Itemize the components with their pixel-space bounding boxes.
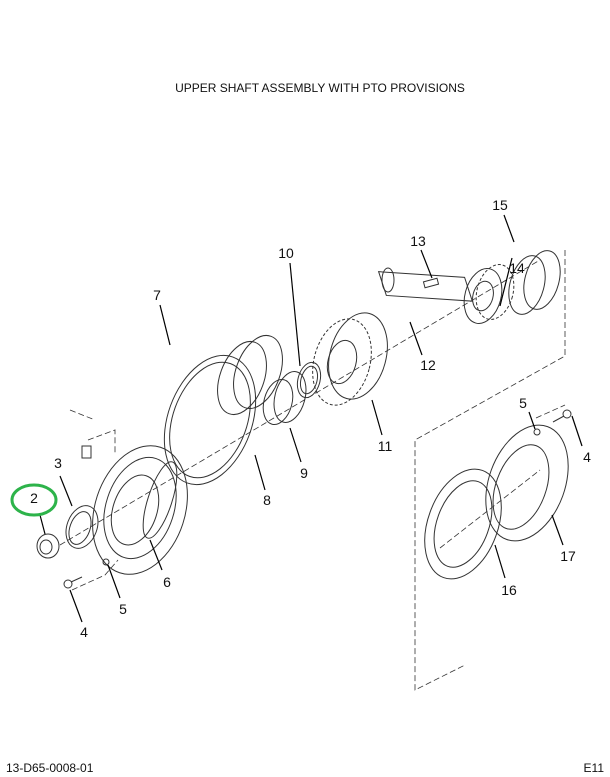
part-9-bearing-cone[interactable] [259, 368, 312, 428]
center-axis [59, 259, 541, 546]
bolt-axis-right [535, 404, 566, 419]
callout-5-right[interactable]: 5 [519, 395, 527, 411]
callout-4[interactable]: 4 [80, 624, 88, 640]
callout-9[interactable]: 9 [300, 465, 308, 481]
part-16-gasket[interactable] [411, 458, 516, 589]
leader-lines [39, 214, 583, 623]
part-7-gasket[interactable] [148, 343, 273, 498]
callout-14[interactable]: 14 [509, 260, 525, 276]
drawing-number: 13-D65-0008-01 [6, 761, 94, 775]
bolt-axis-top [69, 409, 96, 421]
part-15-bearing-cup[interactable] [503, 247, 566, 319]
part-6-housing[interactable] [77, 433, 203, 586]
part-11-gear[interactable] [304, 306, 397, 411]
callout-8[interactable]: 8 [263, 492, 271, 508]
pto-bracket [414, 250, 566, 691]
plate-icon [81, 445, 92, 459]
callout-11[interactable]: 11 [378, 438, 393, 454]
part-13-key[interactable] [422, 277, 440, 289]
center-axis-pto [439, 469, 541, 549]
callout-7[interactable]: 7 [153, 287, 161, 303]
callout-16[interactable]: 16 [501, 582, 517, 598]
callout-12[interactable]: 12 [420, 357, 436, 373]
part-4-bolt[interactable] [63, 576, 83, 589]
callout-15[interactable]: 15 [492, 197, 508, 213]
callout-5[interactable]: 5 [119, 601, 127, 617]
callout-10[interactable]: 10 [278, 245, 294, 261]
part-5-washer-right[interactable] [533, 428, 541, 436]
callout-2[interactable]: 2 [30, 490, 38, 506]
highlight-circle-part-2 [10, 483, 58, 517]
bracket-top [87, 429, 116, 455]
callout-4-right[interactable]: 4 [583, 449, 591, 465]
diagram-title: UPPER SHAFT ASSEMBLY WITH PTO PROVISIONS [175, 81, 465, 95]
page-code: E11 [583, 761, 604, 775]
part-14-gear[interactable] [458, 260, 519, 327]
part-2-nut[interactable] [36, 533, 60, 559]
part-3-seal[interactable] [60, 501, 103, 553]
part-4-bolt-right[interactable] [552, 409, 572, 423]
callout-3[interactable]: 3 [54, 455, 62, 471]
part-17-pto-cover[interactable] [471, 414, 583, 553]
part-12-shaft[interactable] [377, 247, 474, 326]
callout-6[interactable]: 6 [163, 574, 171, 590]
callout-13[interactable]: 13 [410, 233, 426, 249]
part-10-thrust-washer[interactable] [294, 360, 325, 400]
callout-17[interactable]: 17 [560, 548, 576, 564]
bolt-axis-bottom [71, 559, 119, 591]
